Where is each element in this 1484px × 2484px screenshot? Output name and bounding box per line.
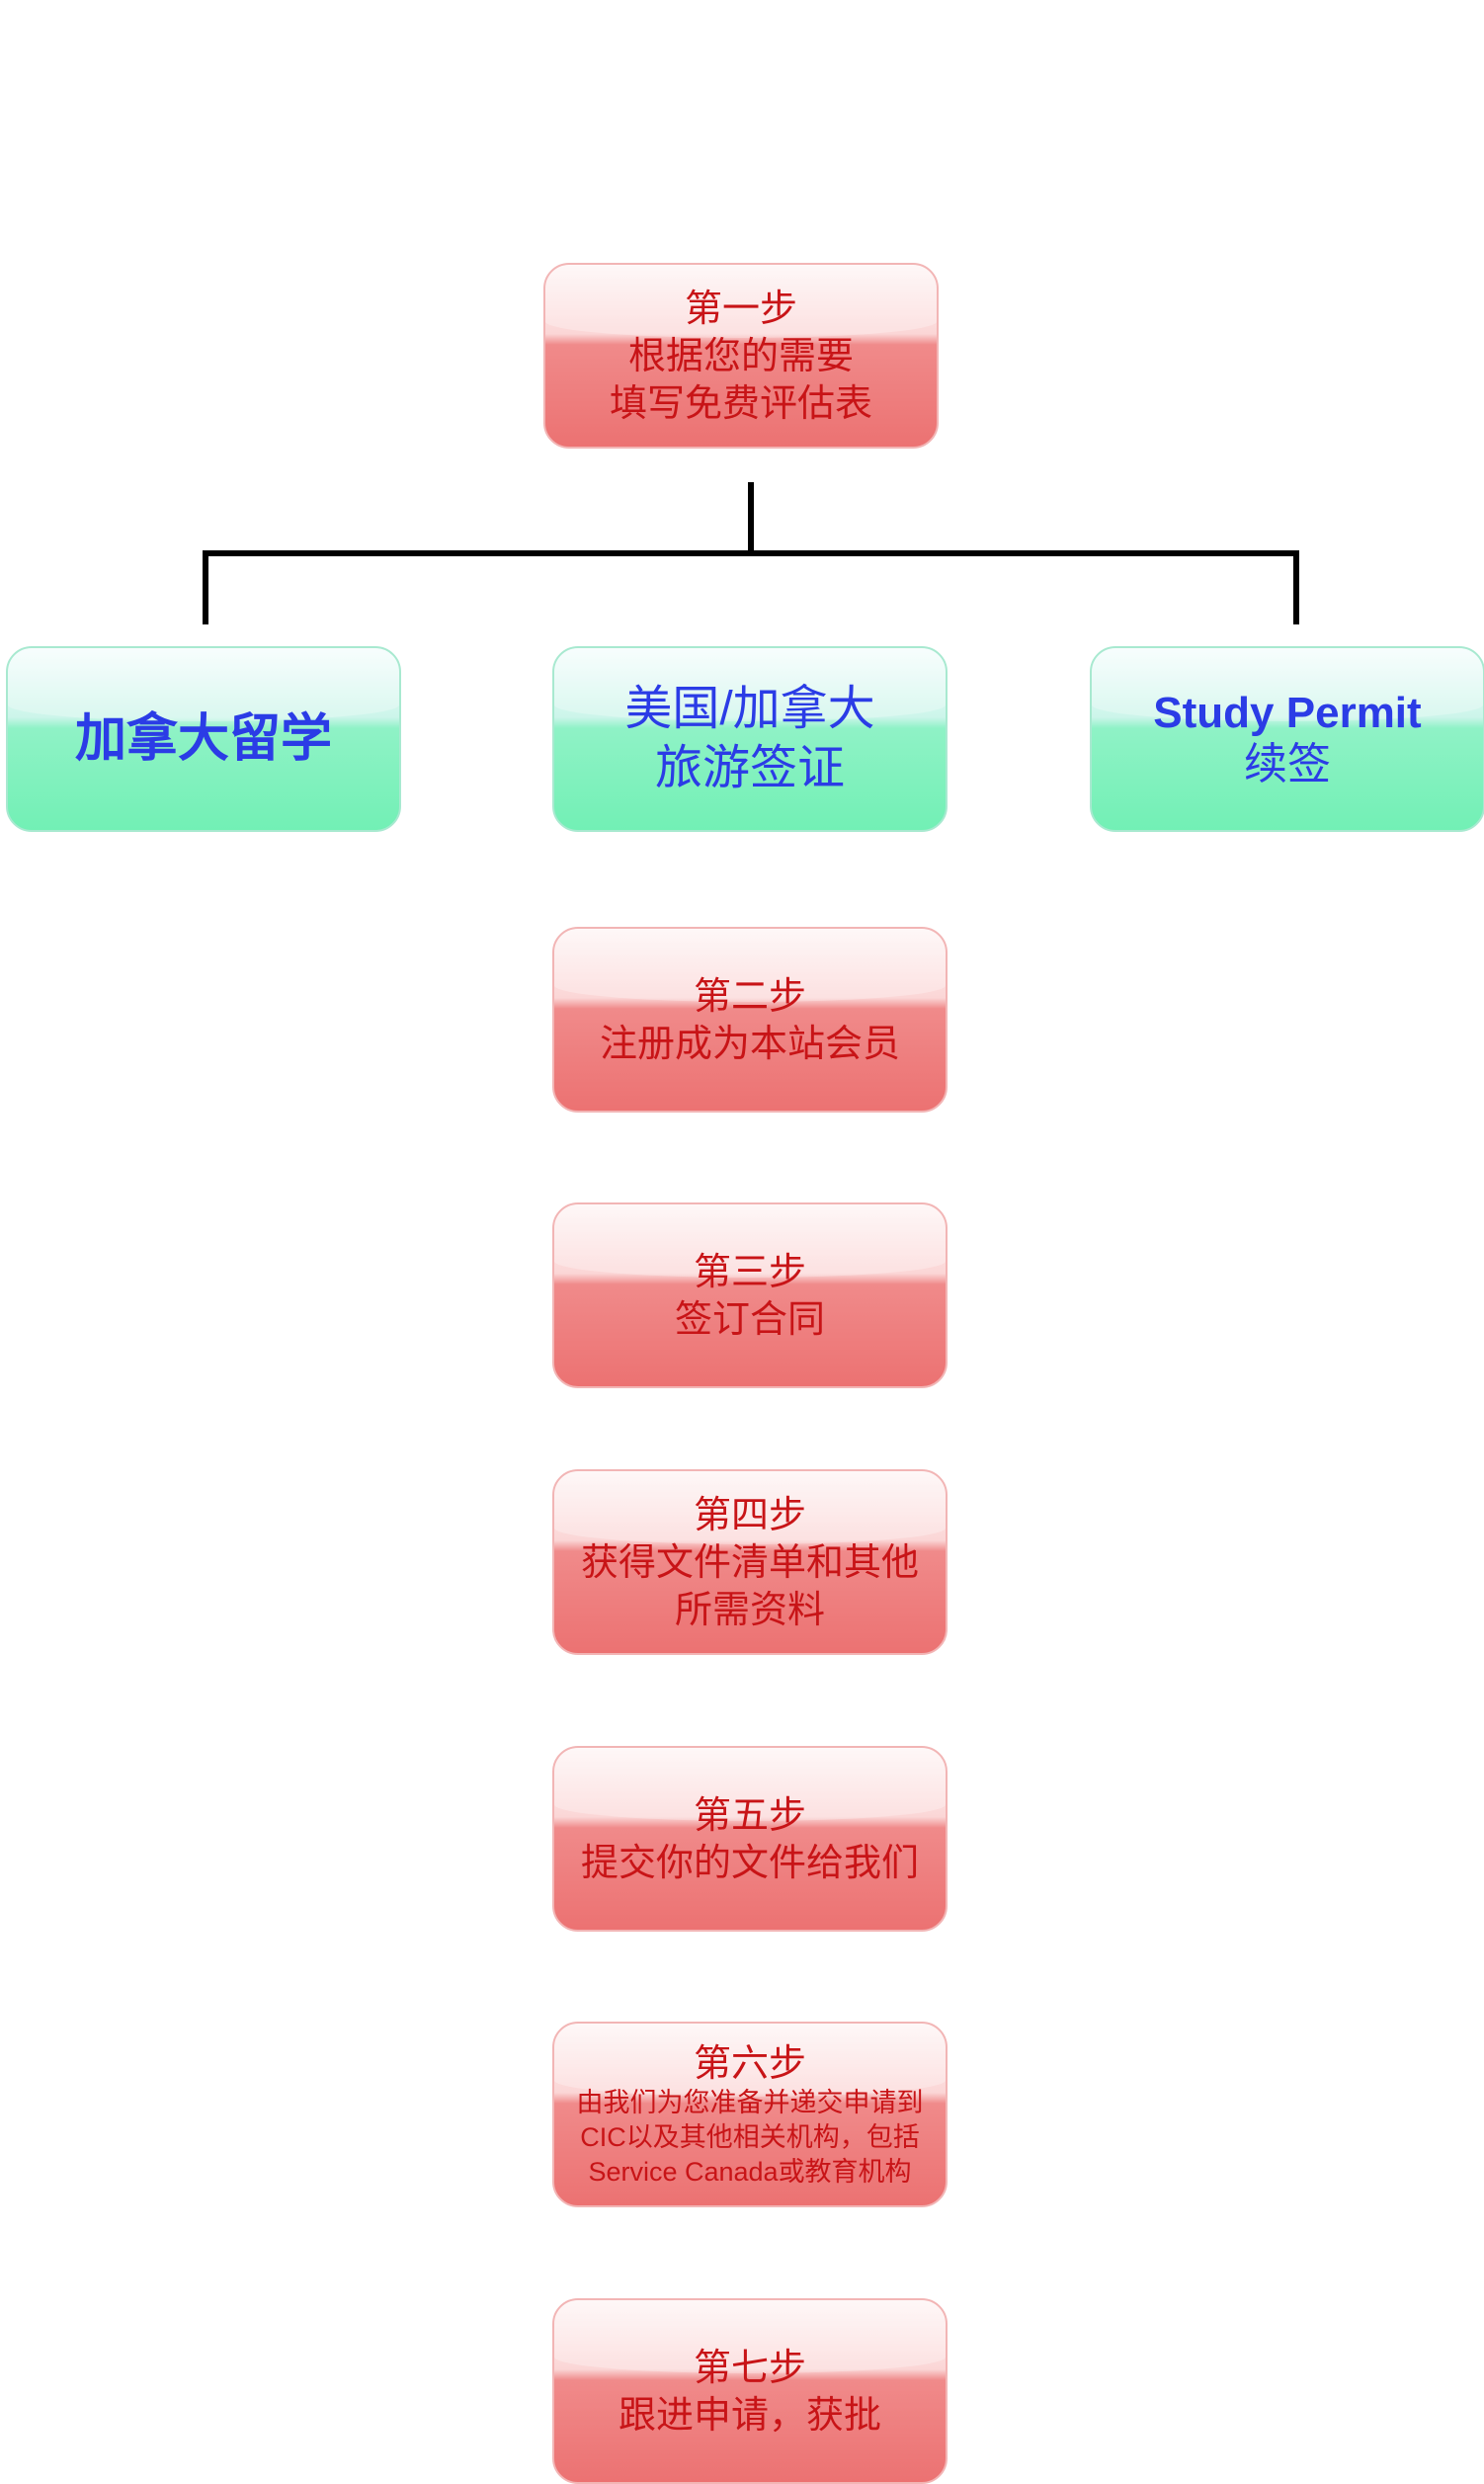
step-4-box: 第四步 获得文件清单和其他 所需资料 (552, 1469, 948, 1655)
step-3-box: 第三步 签订合同 (552, 1202, 948, 1388)
step-6-line-3-latin: Service Canada (588, 2157, 779, 2187)
step-6-line-3-cjk: 或教育机构 (778, 2157, 912, 2188)
step-1-line-1: 根据您的需要 (627, 334, 854, 377)
step-4-line-1: 获得文件清单和其他 (580, 1540, 919, 1584)
option-permit-line-2: 续签 (1244, 740, 1331, 788)
step-4-line-2: 所需资料 (674, 1588, 825, 1631)
step-3-line-1: 签订合同 (674, 1297, 825, 1341)
step-7-line-1: 跟进申请，获批 (618, 2393, 881, 2437)
step-7-box: 第七步 跟进申请，获批 (552, 2298, 948, 2484)
option-study-box: 加拿大留学 (6, 646, 401, 832)
step-7-title: 第七步 (693, 2346, 806, 2389)
option-permit-line-1: Study Permit (1153, 689, 1422, 737)
step-2-box: 第二步 注册成为本站会员 (552, 927, 948, 1113)
step-5-box: 第五步 提交你的文件给我们 (552, 1746, 948, 1932)
option-study-label: 加拿大留学 (74, 710, 332, 768)
step-3-title: 第三步 (693, 1250, 806, 1293)
step-1-title: 第一步 (684, 287, 797, 330)
step-1-box: 第一步 根据您的需要 填写免费评估表 (543, 263, 939, 449)
step-1-line-2: 填写免费评估表 (609, 381, 872, 425)
step-5-line-1: 提交你的文件给我们 (580, 1841, 919, 1884)
step-2-title: 第二步 (693, 974, 806, 1018)
option-visa-line-2: 旅游签证 (654, 742, 845, 794)
step-6-line-3: Service Canada或教育机构 (588, 2155, 911, 2190)
step-5-title: 第五步 (693, 1793, 806, 1837)
step-6-line-1: 由我们为您准备并递交申请到 (576, 2088, 924, 2118)
step-6-line-2-latin: CIC (580, 2122, 626, 2152)
step-2-line-1: 注册成为本站会员 (599, 1022, 900, 1065)
step-6-title: 第六步 (693, 2041, 806, 2085)
option-visa-box: 美国/加拿大 旅游签证 (552, 646, 948, 832)
option-permit-box: Study Permit 续签 (1090, 646, 1484, 832)
option-visa-line-1: 美国/加拿大 (624, 683, 875, 735)
step-4-title: 第四步 (693, 1493, 806, 1536)
step-6-line-2-cjk: 以及其他相关机构，包括 (625, 2122, 920, 2153)
step-6-line-2: CIC以及其他相关机构，包括 (580, 2120, 920, 2155)
step-6-box: 第六步 由我们为您准备并递交申请到 CIC以及其他相关机构，包括 Service… (552, 2022, 948, 2207)
